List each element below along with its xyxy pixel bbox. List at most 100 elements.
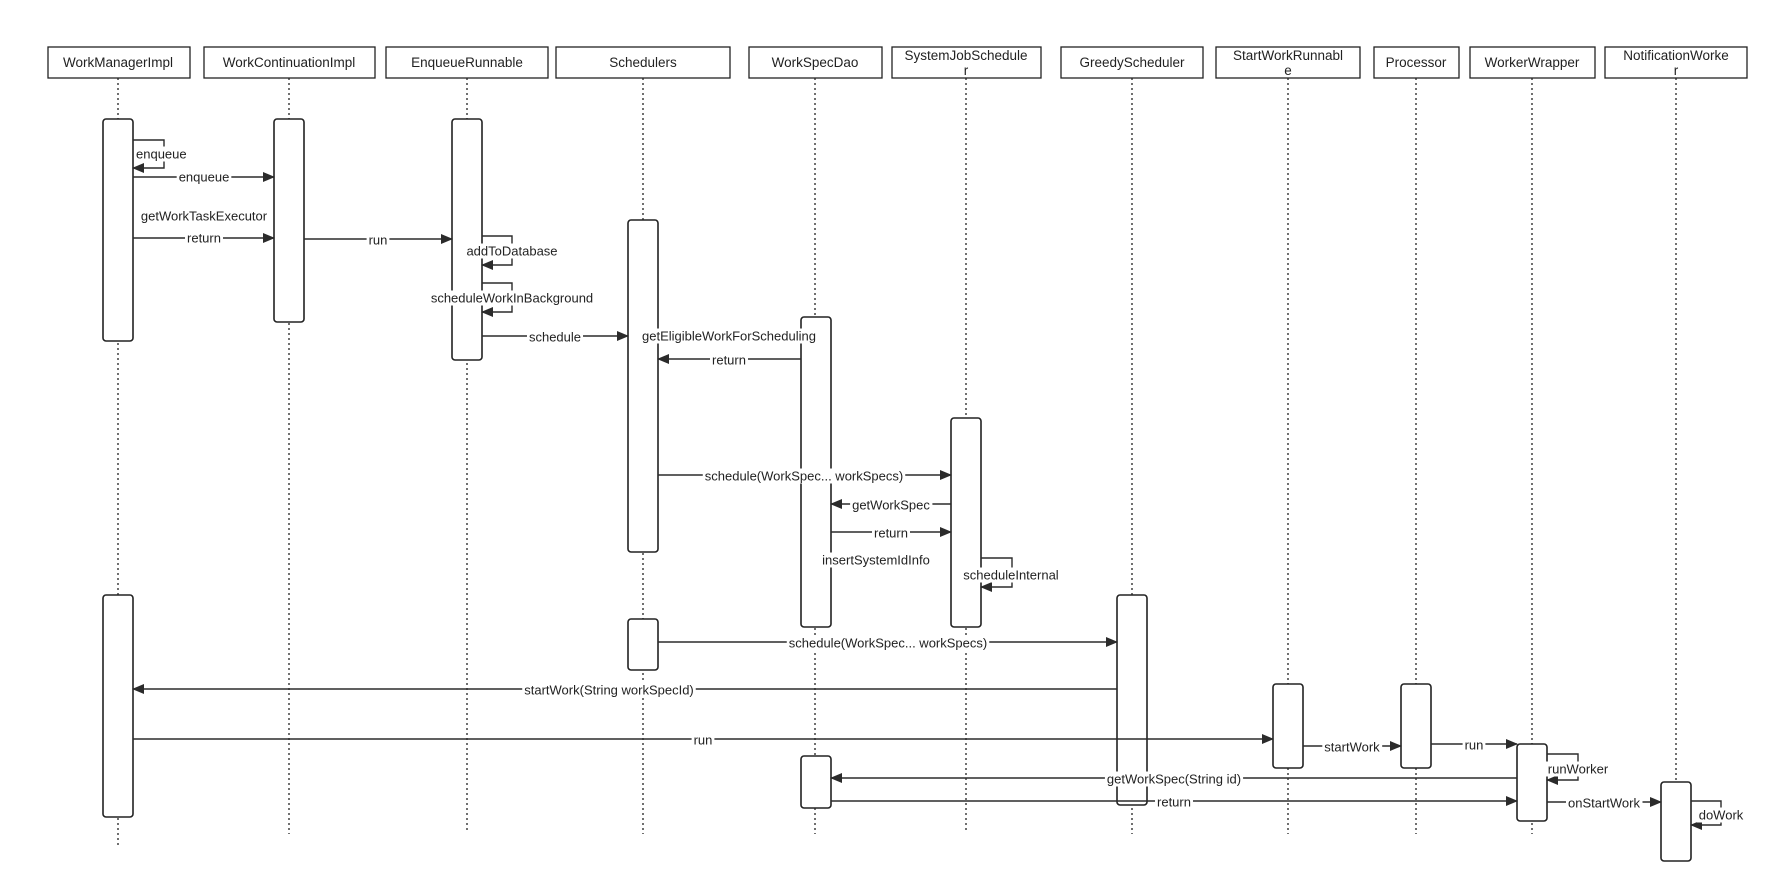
message-label: getWorkSpec — [852, 498, 930, 513]
participant-wsd: WorkSpecDao — [748, 46, 883, 79]
message-label-bg — [1462, 737, 1486, 753]
participant-label: WorkManagerImpl — [63, 55, 173, 70]
message-m11: schedule(WorkSpec... workSpecs) — [658, 468, 952, 484]
participant-label: NotificationWorke — [1623, 48, 1729, 63]
message-label-bg — [1104, 771, 1244, 787]
message-label-bg — [464, 243, 560, 259]
participant-label: StartWorkRunnabl — [1233, 48, 1343, 63]
participant-label: EnqueueRunnable — [411, 55, 523, 70]
message-m4: return — [133, 230, 275, 246]
message-m18: run — [133, 732, 1274, 748]
message-label: scheduleInternal — [963, 568, 1059, 583]
activation-bar-sch — [627, 219, 659, 553]
message-label-bg — [1565, 795, 1643, 811]
activation-bar-proc — [1400, 683, 1432, 769]
message-label-bg — [640, 328, 818, 344]
participant-ww: WorkerWrapper — [1469, 46, 1596, 79]
message-label: run — [1465, 738, 1484, 753]
participant-label: GreedyScheduler — [1079, 55, 1185, 70]
message-label: runWorker — [1548, 762, 1609, 777]
activation-bar-er — [451, 118, 483, 361]
message-label: schedule — [529, 330, 581, 345]
message-m16: schedule(WorkSpec... workSpecs) — [658, 635, 1118, 651]
participant-er: EnqueueRunnable — [385, 46, 549, 79]
message-label-bg — [702, 468, 906, 484]
participant-wci: WorkContinuationImpl — [203, 46, 376, 79]
participant-label: Processor — [1386, 55, 1447, 70]
participant-box — [1373, 46, 1460, 79]
activation-bar-sch — [627, 618, 659, 671]
message-m17: startWork(String workSpecId) — [132, 682, 1117, 698]
participant-wmi: WorkManagerImpl — [47, 46, 191, 79]
message-label: schedule(WorkSpec... workSpecs) — [789, 636, 987, 651]
message-label-bg — [691, 732, 715, 748]
message-m25: doWork — [1690, 800, 1746, 830]
participant-sch: Schedulers — [555, 46, 731, 79]
message-label: getEligibleWorkForScheduling — [642, 329, 816, 344]
participant-box — [385, 46, 549, 79]
activation-bar-ww — [1516, 743, 1548, 822]
participant-box — [203, 46, 376, 79]
message-m19: startWork — [1303, 739, 1402, 755]
message-m21: runWorker — [1545, 753, 1611, 785]
message-label: run — [694, 733, 713, 748]
message-label-bg — [710, 352, 748, 368]
message-label-bg — [138, 208, 270, 224]
participant-label: WorkerWrapper — [1485, 55, 1580, 70]
participant-box — [891, 46, 1042, 79]
activation-bar-wsd — [800, 755, 832, 809]
message-m7: scheduleWorkInBackground — [428, 282, 596, 317]
participant-box — [555, 46, 731, 79]
message-m3: getWorkTaskExecutor — [138, 208, 270, 224]
message-label: enqueue — [136, 147, 187, 162]
message-label-bg — [850, 497, 933, 513]
message-label-bg — [1155, 794, 1193, 810]
message-label: return — [874, 526, 908, 541]
participant-label-wrap: r — [1674, 63, 1679, 78]
participant-box — [47, 46, 191, 79]
participant-label: SystemJobSchedule — [904, 48, 1027, 63]
message-label-bg — [134, 146, 189, 162]
participant-box — [748, 46, 883, 79]
message-m14: insertSystemIdInfo — [820, 552, 932, 568]
message-label: run — [369, 233, 388, 248]
participant-box — [1215, 46, 1361, 79]
message-label-bg — [820, 552, 932, 568]
message-label-bg — [176, 169, 232, 185]
participant-box — [1469, 46, 1596, 79]
message-label: onStartWork — [1568, 796, 1641, 811]
message-m15: scheduleInternal — [961, 557, 1061, 592]
activation-bar-wmi — [102, 594, 134, 818]
message-label: return — [1157, 795, 1191, 810]
message-label: startWork(String workSpecId) — [524, 683, 694, 698]
message-label: getWorkTaskExecutor — [141, 209, 268, 224]
message-label-bg — [526, 329, 584, 345]
message-label: return — [712, 353, 746, 368]
activation-bar-wci — [273, 118, 305, 323]
participant-box — [1604, 46, 1748, 79]
message-label: scheduleWorkInBackground — [431, 291, 593, 306]
message-label-bg — [786, 635, 990, 651]
message-label-bg — [185, 230, 223, 246]
message-label-bg — [1545, 761, 1611, 777]
activation-bar-wmi — [102, 118, 134, 342]
activation-bar-gs — [1116, 594, 1148, 806]
message-label: startWork — [1324, 740, 1380, 755]
message-label: return — [187, 231, 221, 246]
participant-label: WorkSpecDao — [772, 55, 859, 70]
participant-label-wrap: r — [964, 63, 969, 78]
message-label-bg — [961, 567, 1061, 583]
message-m24: onStartWork — [1547, 795, 1662, 811]
message-label-bg — [522, 682, 696, 698]
message-label-bg — [1322, 739, 1383, 755]
message-label: insertSystemIdInfo — [822, 553, 930, 568]
participant-proc: Processor — [1373, 46, 1460, 79]
activation-bar-sjs — [950, 417, 982, 628]
message-m12: getWorkSpec — [830, 497, 951, 513]
message-m23: return — [831, 794, 1518, 810]
message-label: addToDatabase — [466, 244, 557, 259]
